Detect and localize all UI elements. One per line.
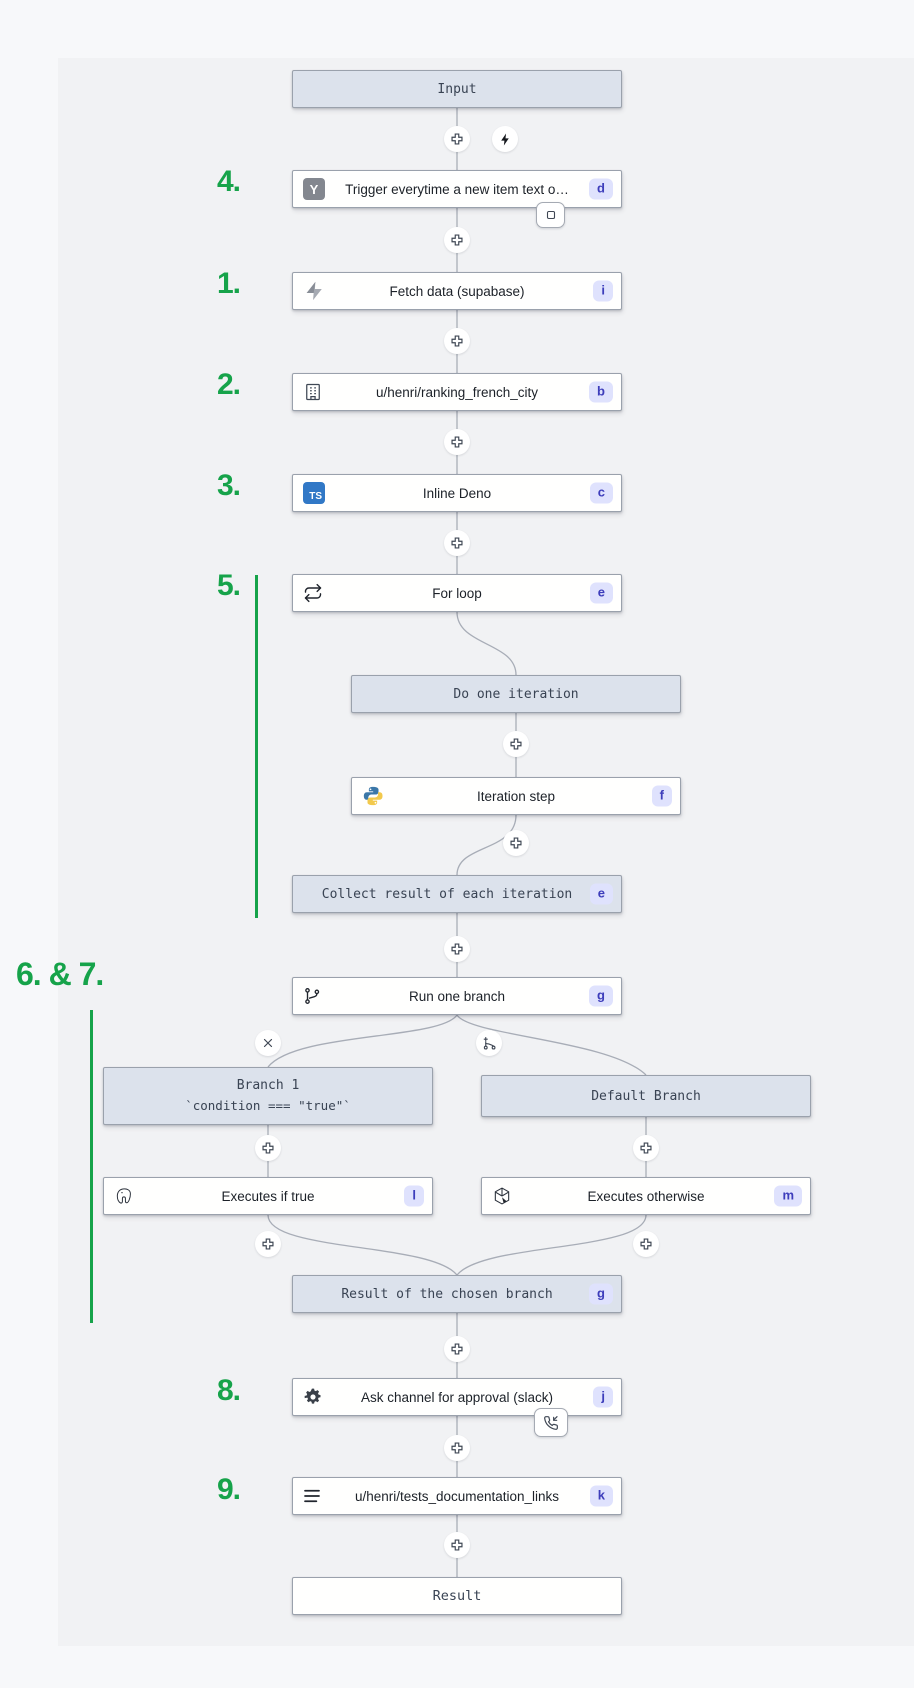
annotation-6-7: 6. & 7. — [16, 956, 104, 992]
section-6-7-bracket-line — [90, 1010, 93, 1323]
annotation-4: 4. — [216, 165, 241, 198]
suspend-approval-button[interactable] — [534, 1408, 568, 1437]
inline-deno-node-label: Inline Deno — [422, 485, 492, 501]
branch-1-condition: `condition === "true"` — [185, 1098, 351, 1114]
add-step-button[interactable] — [503, 731, 529, 757]
add-step-button[interactable] — [444, 227, 470, 253]
ranking-script-node-label: u/henri/ranking_french_city — [375, 384, 539, 400]
annotation-8: 8. — [216, 1374, 241, 1407]
iteration-step-node-label: Iteration step — [476, 788, 556, 804]
default-branch-node[interactable]: Default Branch — [481, 1075, 811, 1117]
fetch-data-node-badge: i — [593, 280, 613, 302]
annotation-2: 2. — [216, 368, 241, 401]
do-one-iteration-node[interactable]: Do one iteration — [351, 675, 681, 713]
ranking-script-node-badge: b — [589, 381, 613, 403]
fetch-data-node[interactable]: Fetch data (supabase) i — [292, 272, 622, 310]
typescript-icon: TS — [303, 482, 325, 504]
run-one-branch-node[interactable]: Run one branch g — [292, 977, 622, 1015]
do-one-iteration-label: Do one iteration — [453, 686, 579, 702]
inline-deno-node-badge: c — [589, 482, 613, 504]
collect-result-badge: e — [589, 883, 613, 905]
iteration-step-node-badge: f — [651, 785, 672, 807]
for-loop-node-label: For loop — [432, 585, 482, 601]
for-loop-node[interactable]: For loop e — [292, 574, 622, 612]
gear-icon — [303, 1387, 323, 1407]
trigger-node-badge: d — [589, 178, 613, 200]
add-step-button[interactable] — [444, 530, 470, 556]
collect-result-label: Collect result of each iteration — [321, 886, 573, 902]
input-node-label: Input — [437, 81, 477, 97]
phone-incoming-icon — [543, 1415, 559, 1431]
branch-1-node[interactable]: Branch 1 `condition === "true"` — [103, 1067, 433, 1125]
collect-result-node[interactable]: Collect result of each iteration e — [292, 875, 622, 913]
trigger-node-label: Trigger everytime a new item text o… — [345, 181, 569, 197]
executes-otherwise-badge: m — [774, 1185, 802, 1207]
early-stop-button[interactable] — [536, 202, 565, 228]
ask-approval-node[interactable]: Ask channel for approval (slack) j — [292, 1378, 622, 1416]
cube-icon — [492, 1186, 512, 1206]
add-step-button[interactable] — [444, 126, 470, 152]
add-step-button[interactable] — [444, 1435, 470, 1461]
default-branch-label: Default Branch — [591, 1088, 701, 1104]
executes-if-true-label: Executes if true — [221, 1188, 315, 1204]
stop-square-icon — [545, 209, 557, 221]
add-step-button[interactable] — [444, 936, 470, 962]
trigger-node[interactable]: Y Trigger everytime a new item text o… d — [292, 170, 622, 208]
add-step-button[interactable] — [503, 830, 529, 856]
chosen-branch-result-node[interactable]: Result of the chosen branch g — [292, 1275, 622, 1313]
remove-branch-button[interactable] — [255, 1030, 281, 1056]
trigger-bolt-button[interactable] — [492, 126, 518, 152]
chosen-branch-result-label: Result of the chosen branch — [341, 1286, 553, 1302]
tests-documentation-badge: k — [589, 1485, 613, 1507]
executes-otherwise-node[interactable]: Executes otherwise m — [481, 1177, 811, 1215]
tests-documentation-node[interactable]: u/henri/tests_documentation_links k — [292, 1477, 622, 1515]
postgresql-icon — [114, 1186, 134, 1206]
inline-deno-node[interactable]: TS Inline Deno c — [292, 474, 622, 512]
add-step-button[interactable] — [633, 1231, 659, 1257]
run-one-branch-badge: g — [589, 985, 613, 1007]
executes-otherwise-label: Executes otherwise — [587, 1188, 705, 1204]
ranking-script-node[interactable]: u/henri/ranking_french_city b — [292, 373, 622, 411]
result-node[interactable]: Result — [292, 1577, 622, 1615]
tests-documentation-label: u/henri/tests_documentation_links — [354, 1488, 560, 1504]
result-node-label: Result — [432, 1588, 482, 1604]
hackernews-icon: Y — [303, 178, 325, 200]
add-step-button[interactable] — [255, 1231, 281, 1257]
annotation-9: 9. — [216, 1473, 241, 1506]
fetch-data-node-label: Fetch data (supabase) — [389, 283, 525, 299]
ask-approval-node-badge: j — [593, 1386, 613, 1408]
add-step-button[interactable] — [444, 1532, 470, 1558]
python-icon — [362, 785, 384, 807]
menu-icon — [303, 1489, 321, 1503]
building-icon — [303, 382, 323, 402]
executes-if-true-node[interactable]: Executes if true l — [103, 1177, 433, 1215]
executes-if-true-badge: l — [404, 1185, 424, 1207]
run-one-branch-label: Run one branch — [408, 988, 506, 1004]
add-step-button[interactable] — [444, 328, 470, 354]
add-step-button[interactable] — [444, 429, 470, 455]
input-node[interactable]: Input — [292, 70, 622, 108]
annotation-5: 5. — [216, 569, 241, 602]
add-step-button[interactable] — [633, 1135, 659, 1161]
iteration-step-node[interactable]: Iteration step f — [351, 777, 681, 815]
ask-approval-node-label: Ask channel for approval (slack) — [360, 1389, 554, 1405]
annotation-1: 1. — [216, 267, 241, 300]
section-5-bracket-line — [255, 575, 258, 918]
chosen-branch-result-badge: g — [589, 1283, 613, 1305]
annotation-3: 3. — [216, 469, 241, 502]
for-loop-node-badge: e — [589, 582, 613, 604]
git-branch-icon — [303, 987, 321, 1005]
branch-1-label: Branch 1 — [236, 1078, 300, 1094]
repeat-icon — [303, 583, 323, 603]
supabase-icon — [303, 280, 325, 302]
add-branch-button[interactable] — [476, 1030, 502, 1056]
add-step-button[interactable] — [444, 1336, 470, 1362]
add-step-button[interactable] — [255, 1135, 281, 1161]
